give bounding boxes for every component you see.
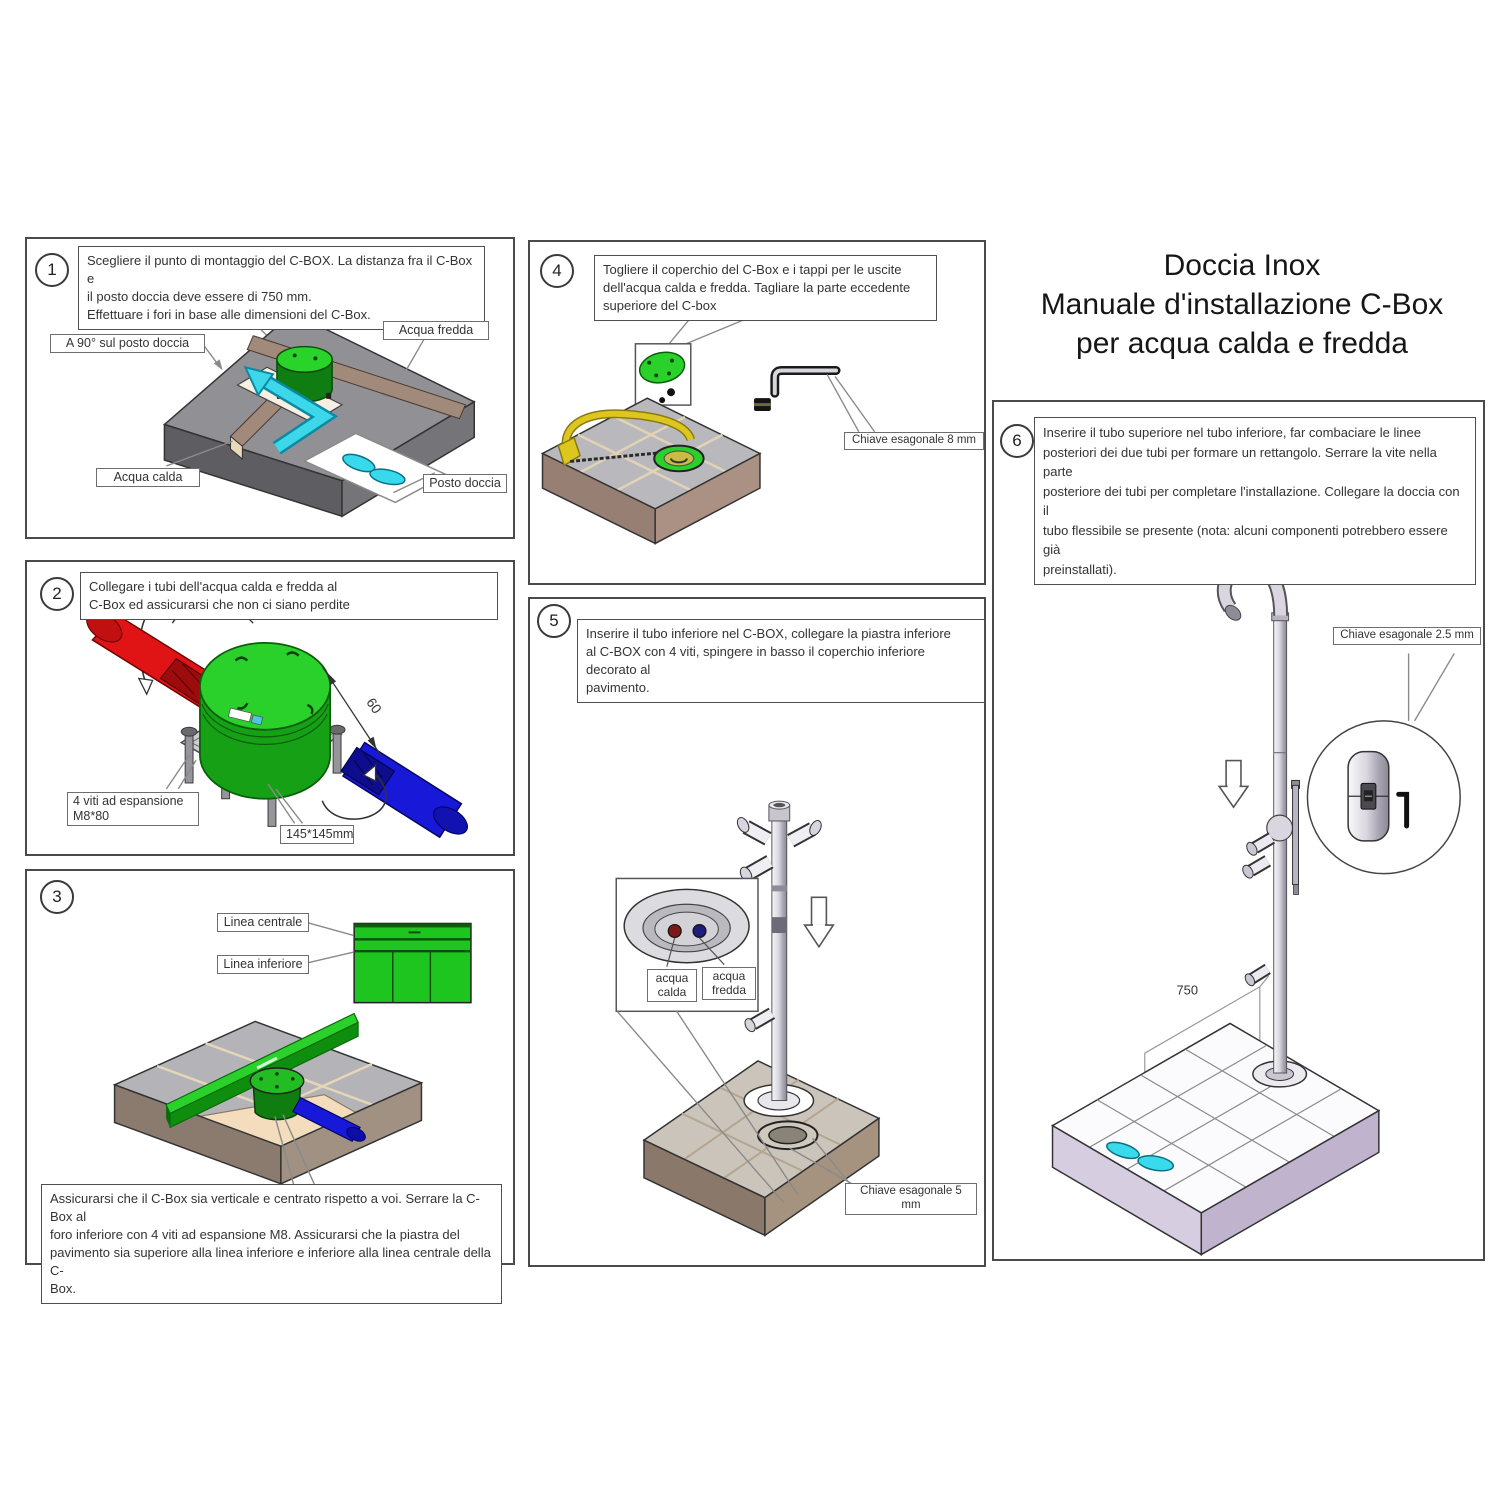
step-panel-6: 6 Inserire il tubo superiore nel tubo in…	[992, 400, 1485, 1261]
rotate-arrow-cold	[321, 763, 387, 820]
c-box-line-sketch	[353, 922, 472, 1004]
c-box	[199, 642, 332, 800]
label-4-viti: 4 viti ad espansione M8*80	[67, 792, 199, 826]
label-chiave-5mm: Chiave esagonale 5 mm	[845, 1183, 977, 1215]
floor-slab	[540, 397, 762, 545]
direction-arrow	[243, 365, 339, 455]
plug-cap-large	[754, 398, 771, 412]
step-number-1: 1	[35, 253, 69, 287]
step-panel-2: 2 Collegare i tubi dell'acqua calda e fr…	[25, 560, 515, 856]
step1-drawing	[162, 298, 476, 518]
floor-platform	[1051, 1022, 1381, 1256]
step4-drawing	[540, 319, 876, 545]
hot-water-port	[667, 923, 682, 939]
cold-water-pipe	[340, 741, 469, 839]
step-panel-1: 1 Scegliere il punto di montaggio del C-…	[25, 237, 515, 539]
step-number-3: 3	[40, 880, 74, 914]
cover-detail-box	[634, 343, 692, 406]
label-145mm: 145*145mm	[280, 825, 354, 844]
step-panel-5: 5 Inserire il tubo inferiore nel C-BOX, …	[528, 597, 986, 1267]
step-number-2: 2	[40, 577, 74, 611]
label-acqua-fredda: Acqua fredda	[383, 321, 489, 340]
label-posto-doccia: Posto doccia	[423, 474, 507, 493]
label-chiave-25mm: Chiave esagonale 2.5 mm	[1333, 627, 1481, 645]
step3-instruction: Assicurarsi che il C-Box sia verticale e…	[41, 1184, 502, 1304]
mixer-and-handshower	[1242, 779, 1300, 987]
c-box	[249, 1067, 305, 1121]
cold-water-pipe	[291, 1096, 366, 1143]
step4-instruction: Togliere il coperchio del C-Box e i tapp…	[594, 255, 937, 321]
lower-tube	[768, 800, 791, 1102]
label-a90: A 90° sul posto doccia	[50, 334, 205, 353]
down-arrow-icon	[803, 896, 835, 949]
label-linea-centrale: Linea centrale	[217, 913, 309, 932]
floor-slab	[642, 1060, 881, 1237]
step6-instruction: Inserire il tubo superiore nel tubo infe…	[1034, 417, 1476, 585]
pipe-connectors	[736, 817, 822, 1033]
label-acqua-fredda: acqua fredda	[702, 967, 756, 1000]
spout-tip	[1224, 604, 1242, 621]
step1-instruction: Scegliere il punto di montaggio del C-BO…	[78, 246, 485, 330]
footprint-icon	[1106, 1141, 1140, 1160]
hex-key-icon	[770, 366, 841, 398]
cold-water-port	[692, 923, 707, 939]
screw-detail-circle	[1306, 720, 1461, 875]
step-number-4: 4	[540, 254, 574, 288]
step2-instruction: Collegare i tubi dell'acqua calda e fred…	[80, 572, 498, 620]
footprint-icon	[369, 468, 406, 486]
step-number-5: 5	[537, 604, 571, 638]
label-chiave-8mm: Chiave esagonale 8 mm	[844, 432, 984, 450]
step6-drawing: 750	[1051, 556, 1461, 1256]
step5-instruction: Inserire il tubo inferiore nel C-BOX, co…	[577, 619, 985, 703]
label-acqua-calda: acqua calda	[647, 969, 697, 1002]
down-arrow-icon	[1217, 759, 1250, 809]
step-panel-3: 3	[25, 869, 515, 1304]
step2-drawing: 60	[86, 584, 469, 839]
step-panel-4: 4 Togliere il coperchio del C-Box e i ta…	[528, 240, 986, 585]
svg-text:60: 60	[363, 695, 385, 717]
dimension-60: 60	[321, 666, 385, 757]
footprint-icon	[342, 453, 376, 473]
label-acqua-calda: Acqua calda	[96, 468, 200, 487]
label-linea-inferiore: Linea inferiore	[217, 955, 309, 974]
label-750: 750	[1177, 983, 1198, 998]
title-line1: Doccia Inox	[1163, 249, 1321, 282]
plug-cap	[659, 397, 666, 404]
step3-drawing	[112, 921, 472, 1196]
hex-key-icon	[1396, 791, 1410, 829]
page-title: Doccia Inox Manuale d'installazione C-Bo…	[1012, 246, 1472, 363]
title-line2: Manuale d'installazione C-Box	[1040, 288, 1444, 321]
title-line3: per acqua calda e fredda	[1076, 327, 1408, 360]
shower-place	[302, 432, 449, 504]
step-number-6: 6	[1000, 424, 1034, 458]
cut-cbox-ring	[653, 444, 705, 473]
footprint-icon	[1137, 1155, 1175, 1172]
plug-cap	[667, 388, 675, 397]
